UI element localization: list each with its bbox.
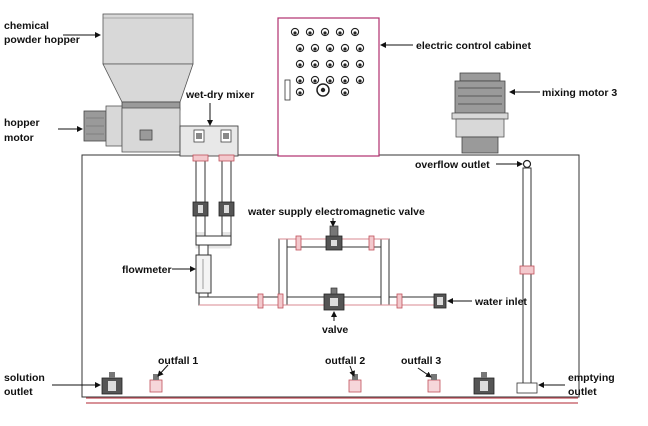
tank-body xyxy=(81,154,580,398)
cabinet-indicator-light-center xyxy=(358,63,362,67)
bottom-outlets xyxy=(101,372,495,395)
cabinet-indicator-light-center xyxy=(358,79,362,83)
label-hopper-motor-1: hopper xyxy=(4,117,40,129)
outfall-3-valve xyxy=(427,379,441,393)
label-outfall-3: outfall 3 xyxy=(401,355,441,367)
cabinet-indicator-light-center xyxy=(323,31,327,35)
cabinet-indicator-light-center xyxy=(343,79,347,83)
outfall-2-valve xyxy=(348,379,362,393)
label-wet-dry-mixer: wet-dry mixer xyxy=(185,89,254,101)
cabinet-meter xyxy=(284,79,291,101)
cabinet-indicator-light-center xyxy=(298,79,302,83)
label-flowmeter: flowmeter xyxy=(122,264,172,276)
cabinet-buttons xyxy=(290,27,365,97)
label-emptying-outlet-1: emptying xyxy=(568,372,615,384)
cabinet-indicator-light-center xyxy=(313,79,317,83)
label-water-inlet: water inlet xyxy=(474,296,527,308)
overflow-pipe xyxy=(516,159,538,394)
cabinet-indicator-light-center xyxy=(298,63,302,67)
cabinet-indicator-light-center xyxy=(328,79,332,83)
cabinet-indicator-light-center xyxy=(308,31,312,35)
cabinet-indicator-light-center xyxy=(343,91,347,95)
cabinet-indicator-light-center xyxy=(328,63,332,67)
label-valve: valve xyxy=(322,324,348,336)
wet-dry-mixer xyxy=(179,125,239,157)
label-chemical-powder-hopper-1: chemical xyxy=(4,20,49,32)
cabinet-indicator-light-center xyxy=(343,47,347,51)
label-solution-outlet-2: outlet xyxy=(4,386,33,398)
chemical-powder-hopper xyxy=(102,13,194,111)
cabinet-indicator-light-center xyxy=(328,47,332,51)
label-emptying-outlet-2: outlet xyxy=(568,386,597,398)
label-water-supply-electromagnetic-valve: water supply electromagnetic valve xyxy=(247,206,425,218)
labels: chemical powder hopper hopper motor wet-… xyxy=(4,20,617,398)
label-hopper-motor-2: motor xyxy=(4,132,34,144)
cabinet-indicator-light-center xyxy=(358,47,362,51)
mixer-downpipes xyxy=(192,154,235,249)
leader-lines xyxy=(52,32,565,388)
outfall-1-valve xyxy=(149,379,163,393)
cabinet-indicator-light-center xyxy=(338,31,342,35)
label-overflow-outlet: overflow outlet xyxy=(415,159,490,171)
cabinet-indicator-light-center xyxy=(343,63,347,67)
cabinet-indicator-light-center xyxy=(313,63,317,67)
label-electric-control-cabinet: electric control cabinet xyxy=(416,40,531,52)
water-inlet xyxy=(433,293,447,309)
label-mixing-motor-3: mixing motor 3 xyxy=(542,87,617,99)
label-chemical-powder-hopper-2: powder hopper xyxy=(4,34,80,46)
cabinet-indicator-light-center xyxy=(298,91,302,95)
electric-control-cabinet xyxy=(277,17,380,157)
lower-valve xyxy=(323,287,345,311)
cabinet-indicator-light-center xyxy=(353,31,357,35)
cabinet-indicator-light-center xyxy=(293,31,297,35)
label-solution-outlet-1: solution xyxy=(4,372,45,384)
hopper-motor xyxy=(83,105,181,153)
label-outfall-2: outfall 2 xyxy=(325,355,365,367)
water-supply-electromagnetic-valve xyxy=(325,225,343,251)
cabinet-indicator-light-center xyxy=(298,47,302,51)
mixing-motor-3 xyxy=(451,72,509,154)
cabinet-indicator-light-center xyxy=(313,47,317,51)
label-outfall-1: outfall 1 xyxy=(158,355,198,367)
